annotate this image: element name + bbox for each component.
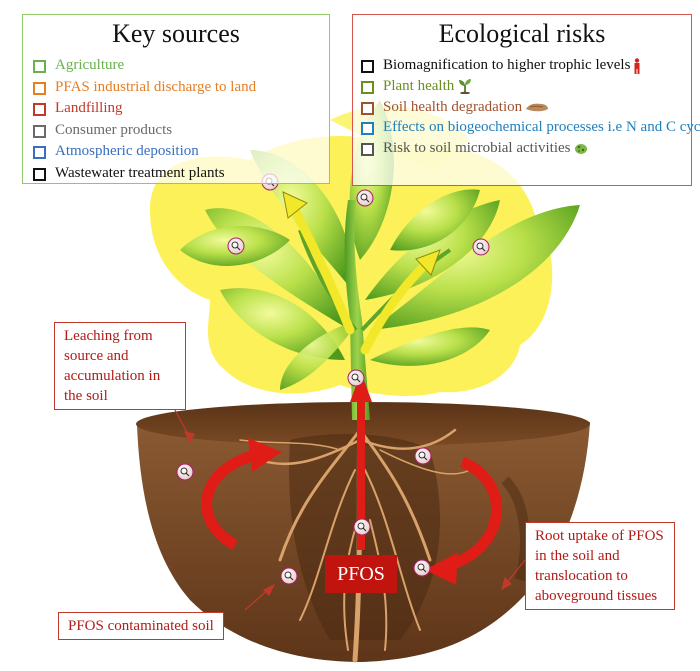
risk-item-microbial: Risk to soil microbial activities (361, 138, 683, 159)
bullet-square-icon (361, 143, 374, 157)
translocation-arrow-left (282, 191, 355, 335)
source-label: Landfilling (55, 100, 123, 116)
bullet-square-icon (33, 167, 46, 181)
risk-item-biomagnification: Biomagnification to higher trophic level… (361, 55, 683, 76)
bullet-square-icon (33, 60, 46, 73)
ecological-risks-list: Biomagnification to higher trophic level… (361, 55, 700, 159)
soil-icon (526, 103, 549, 112)
bullet-square-icon (33, 146, 46, 159)
root-uptake-cycle-arrow (425, 456, 502, 585)
bullet-square-icon (361, 122, 374, 136)
pfos-label: PFOS (325, 555, 397, 593)
uptake-arrow (350, 372, 372, 550)
key-sources-list: Agriculture PFAS industrial discharge to… (33, 55, 256, 184)
risk-label: Biomagnification to higher trophic level… (383, 57, 631, 73)
bullet-square-icon (33, 103, 46, 116)
bullet-square-icon (361, 60, 374, 73)
leaching-cycle-arrow (201, 438, 282, 550)
source-label: Atmospheric deposition (55, 143, 199, 159)
bullet-square-icon (33, 81, 46, 95)
bullet-square-icon (361, 80, 374, 94)
risk-label: Effects on biogeochemical processes i.e … (383, 119, 700, 136)
source-label: Consumer products (55, 121, 173, 138)
risk-item-soil-health: Soil health degradation (361, 97, 683, 118)
source-item-landfilling: Landfilling (33, 98, 256, 120)
risk-label: Soil health degradation (383, 98, 523, 115)
contaminated-soil-callout: PFOS contaminated soil (58, 612, 224, 640)
risk-label: Risk to soil microbial activities (383, 140, 571, 157)
root-uptake-callout: Root uptake of PFOS in the soil and tran… (525, 522, 675, 610)
person-icon (634, 57, 640, 74)
microbe-icon (575, 143, 588, 154)
risk-item-biogeochemical: Effects on biogeochemical processes i.e … (361, 117, 700, 138)
key-sources-title: Key sources (112, 19, 240, 48)
source-item-atmospheric: Atmospheric deposition (33, 141, 256, 163)
leaching-callout: Leaching from source and accumulation in… (54, 322, 186, 410)
risk-item-plant-health: Plant health (361, 76, 683, 97)
source-item-agriculture: Agriculture (33, 55, 256, 77)
callout-connectors (174, 409, 526, 611)
pfos-molecule-markers (176, 173, 490, 585)
source-label: Agriculture (55, 57, 125, 73)
key-sources-panel: Key sources Agriculture PFAS industrial … (22, 14, 330, 184)
seedling-icon (459, 79, 472, 95)
source-item-industrial: PFAS industrial discharge to land (33, 77, 256, 99)
source-item-consumer: Consumer products (33, 120, 256, 142)
bullet-square-icon (361, 101, 374, 115)
ecological-risks-panel: Ecological risks Biomagnification to hig… (352, 14, 700, 186)
source-label: PFAS industrial discharge to land (55, 78, 257, 95)
translocation-arrow-right (360, 249, 441, 355)
source-label: Wastewater treatment plants (55, 164, 225, 181)
bullet-square-icon (33, 124, 46, 138)
ecological-risks-title: Ecological risks (438, 19, 606, 48)
source-item-wastewater: Wastewater treatment plants (33, 163, 256, 185)
risk-label: Plant health (383, 77, 455, 94)
